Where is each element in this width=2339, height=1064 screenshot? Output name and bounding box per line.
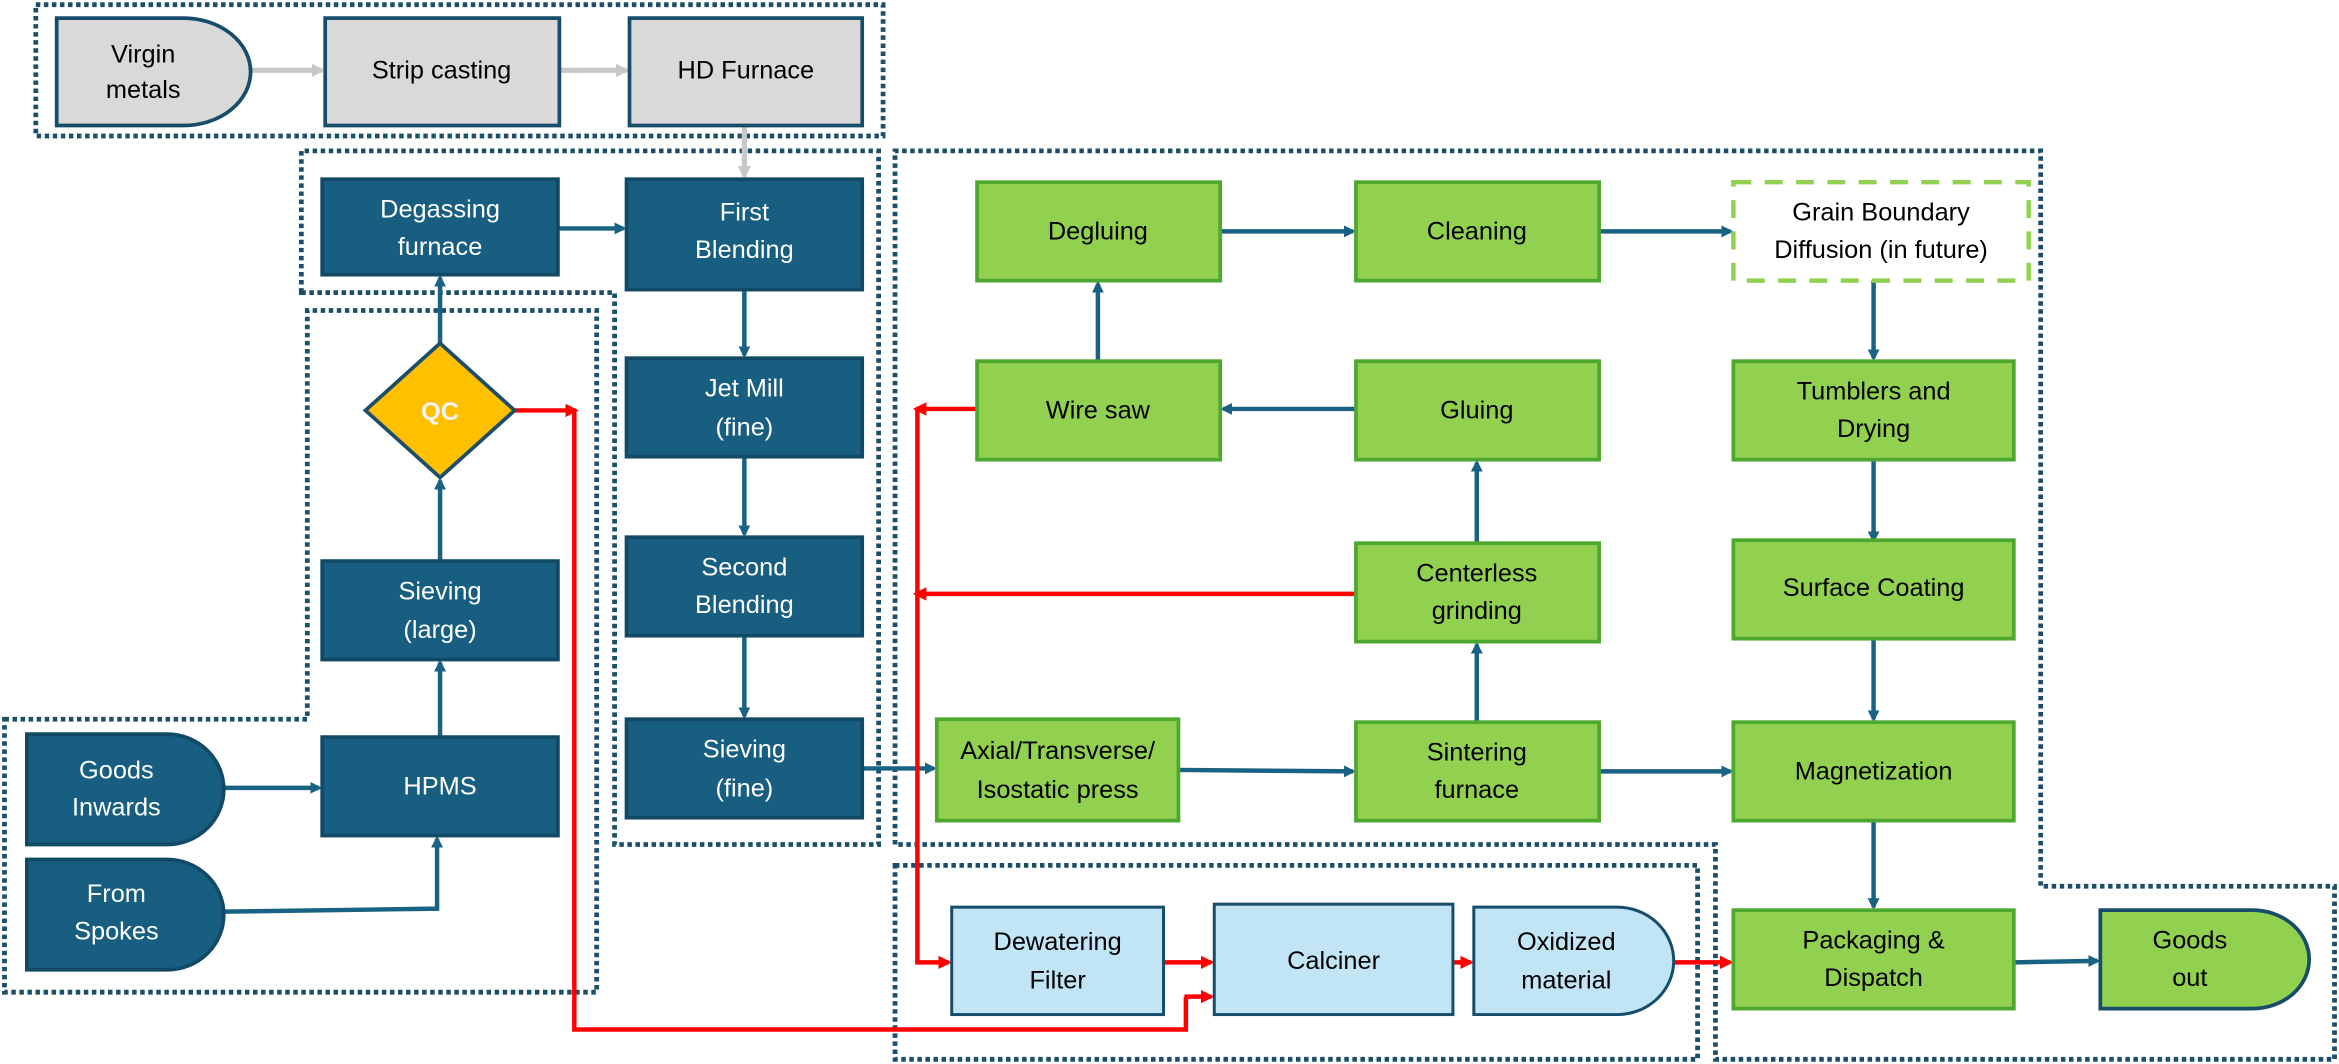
svg-text:QC: QC xyxy=(421,398,459,426)
node-hpms: HPMS xyxy=(320,735,560,838)
group-magnet-production xyxy=(892,148,2337,1062)
svg-text:Jet Mill(fine): Jet Mill(fine) xyxy=(705,374,784,441)
node-wire-saw: Wire saw xyxy=(975,359,1223,462)
svg-text:Gluing: Gluing xyxy=(1440,397,1513,425)
svg-text:Wire saw: Wire saw xyxy=(1046,397,1151,425)
node-calciner: Calciner xyxy=(1212,902,1455,1017)
svg-text:Cleaning: Cleaning xyxy=(1427,218,1527,246)
node-sieving-fine: Sieving(fine) xyxy=(624,717,865,820)
node-surface-coating: Surface Coating xyxy=(1731,538,2016,641)
group-supply xyxy=(33,2,886,139)
recycle-arrow-to-dewatering xyxy=(915,408,952,970)
svg-text:HD Furnace: HD Furnace xyxy=(678,57,815,85)
arrow xyxy=(223,835,444,914)
node-packaging-dispatch: Packaging &Dispatch xyxy=(1731,908,2016,1011)
group-intake xyxy=(2,308,600,995)
svg-text:Degluing: Degluing xyxy=(1048,218,1148,246)
node-press: Axial/Transverse/Isostatic press xyxy=(934,717,1181,823)
svg-text:Magnetization: Magnetization xyxy=(1795,758,1953,786)
group-powder xyxy=(298,148,882,847)
arrow xyxy=(2013,955,2101,967)
node-hd-furnace: HD Furnace xyxy=(627,16,865,128)
arrow xyxy=(1178,765,1356,778)
svg-text:Surface Coating: Surface Coating xyxy=(1783,574,1965,602)
node-strip-casting: Strip casting xyxy=(323,16,562,128)
svg-text:Calciner: Calciner xyxy=(1287,947,1381,975)
node-gluing: Gluing xyxy=(1354,359,1601,462)
svg-text:Strip casting: Strip casting xyxy=(372,57,511,85)
node-cleaning: Cleaning xyxy=(1354,180,1601,283)
svg-text:Packaging &Dispatch: Packaging &Dispatch xyxy=(1802,926,1944,991)
svg-text:Sieving(fine): Sieving(fine) xyxy=(703,735,786,802)
recycle-line-qc xyxy=(572,410,1189,1032)
flow-arrows xyxy=(223,63,2101,1032)
node-qc-decision: QC xyxy=(362,340,518,481)
group-recycling xyxy=(892,863,1700,1062)
node-jet-mill: Jet Mill(fine) xyxy=(624,356,865,459)
svg-text:Axial/Transverse/Isostatic pre: Axial/Transverse/Isostatic press xyxy=(960,737,1156,804)
svg-text:Sieving(large): Sieving(large) xyxy=(398,577,481,644)
node-sieving-large: Sieving(large) xyxy=(320,559,560,662)
node-degluing: Degluing xyxy=(975,180,1223,283)
node-magnetization: Magnetization xyxy=(1731,720,2016,823)
svg-text:HPMS: HPMS xyxy=(403,773,476,801)
